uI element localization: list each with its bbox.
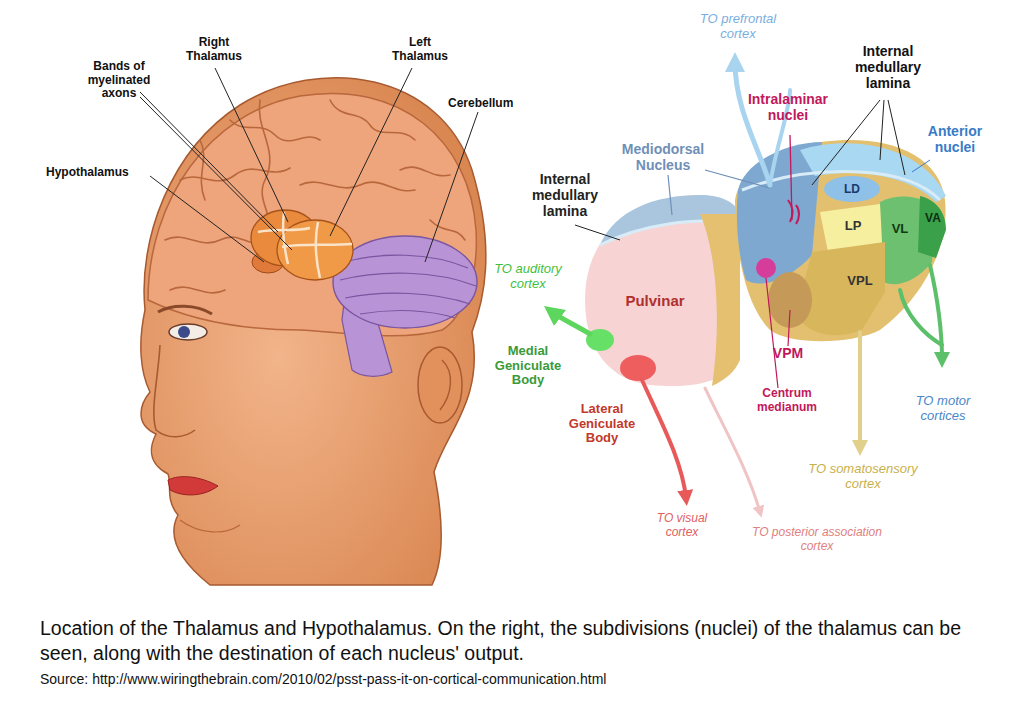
ld-region <box>824 176 880 202</box>
leader-line <box>788 310 790 346</box>
leader-line <box>888 100 905 175</box>
centrum-medianum <box>756 258 776 278</box>
destination-label: TO posterior association cortex <box>742 526 892 553</box>
posterior-strip <box>700 214 740 386</box>
figure-caption: Location of the Thalamus and Hypothalamu… <box>40 616 980 667</box>
nucleus-label: VPM <box>768 346 808 362</box>
nucleus-label: Lateral Geniculate Body <box>560 402 644 446</box>
structure-label: Right Thalamus <box>176 36 252 63</box>
output-arrow <box>552 312 590 334</box>
ear-inner <box>440 360 450 410</box>
nucleus-label: Medial Geniculate Body <box>486 344 570 388</box>
va-region <box>918 196 946 258</box>
structure-label: Internal medullary lamina <box>838 44 938 91</box>
head-skin <box>141 78 486 585</box>
leader-line <box>140 92 278 232</box>
nucleus-label: Intralaminar nuclei <box>733 92 843 124</box>
brain <box>148 93 476 335</box>
leader-line <box>812 100 880 185</box>
nucleus-region: LP <box>836 215 870 235</box>
structure-label: Hypothalamus <box>46 166 156 180</box>
nucleus-name: VA <box>925 212 941 224</box>
nucleus-name: LD <box>844 183 860 195</box>
nucleus-name: VL <box>892 222 909 235</box>
folium-line <box>340 273 476 286</box>
structure-label: Cerebellum <box>448 97 548 111</box>
leader-line <box>575 225 620 240</box>
folium-line <box>360 311 455 318</box>
gyrus-line <box>200 140 205 200</box>
leader-lines <box>140 68 478 262</box>
nucleus-region: VPL <box>838 270 882 290</box>
output-arrows <box>552 62 942 512</box>
thalamus-diagram <box>575 100 946 388</box>
lips <box>168 477 218 495</box>
nucleus-region: LD <box>834 181 870 197</box>
myelinated-bands <box>258 212 352 278</box>
output-arrow <box>735 62 770 185</box>
structure-label: Left Thalamus <box>382 36 458 63</box>
output-arrow <box>705 388 760 512</box>
structure-label: Bands of myelinated axons <box>80 60 158 101</box>
eyebrow <box>158 306 212 314</box>
destination-label: TO motor cortices <box>893 394 993 423</box>
gyrus-line <box>330 100 415 140</box>
leader-line <box>668 175 672 215</box>
nucleus-label: Mediodorsal Nucleus <box>608 142 718 174</box>
nucleus-region: Pulvinar <box>612 287 698 313</box>
nucleus-label: Anterior nuclei <box>912 124 998 156</box>
ear <box>418 347 462 423</box>
iris <box>178 326 190 338</box>
structure-label: Internal medullary lamina <box>520 172 610 219</box>
destination-label: TO prefrontal cortex <box>688 12 788 41</box>
nucleus-name: LP <box>845 219 862 232</box>
leader-line <box>425 112 478 262</box>
eye <box>169 324 207 340</box>
nucleus-name: VPL <box>847 274 872 287</box>
nucleus-label: Centrum medianum <box>742 387 832 414</box>
leader-line <box>705 170 770 188</box>
destination-label: TO somatosensory cortex <box>795 462 931 491</box>
destination-label: TO visual cortex <box>640 512 724 539</box>
output-arrow <box>642 380 686 498</box>
leader-line <box>912 160 930 172</box>
lateral-geniculate <box>620 355 656 381</box>
folium-line <box>345 255 468 268</box>
cerebellum <box>333 236 477 328</box>
leader-line <box>215 68 288 222</box>
leader-line <box>140 97 292 250</box>
source-note: Source: http://www.wiringthebrain.com/20… <box>40 672 1000 688</box>
gyrus-line <box>400 167 450 176</box>
gyrus-line <box>430 220 465 240</box>
nose <box>154 345 195 437</box>
chin-line <box>180 520 240 532</box>
output-arrow <box>900 290 942 345</box>
leader-line <box>150 176 264 262</box>
nucleus-name: Pulvinar <box>625 293 684 308</box>
head-illustration <box>141 78 486 585</box>
leader-line <box>880 100 884 160</box>
intralaminar-mark <box>788 200 799 224</box>
posterior-thalamus <box>585 195 740 386</box>
gyrus-line <box>300 182 415 191</box>
leader-line <box>766 278 778 388</box>
destination-label: TO auditory cortex <box>483 262 573 291</box>
gyrus-line <box>230 120 320 141</box>
gyrus-line <box>180 168 290 181</box>
cerebellum-folia <box>340 255 476 318</box>
gyrus-line <box>170 287 225 293</box>
band-line <box>316 222 320 278</box>
leader-line <box>330 68 412 236</box>
folium-line <box>345 293 470 304</box>
output-arrow <box>858 332 862 448</box>
nucleus-region: VL <box>884 218 916 238</box>
nucleus-region: VA <box>920 208 946 228</box>
gyrus-line <box>165 237 262 243</box>
